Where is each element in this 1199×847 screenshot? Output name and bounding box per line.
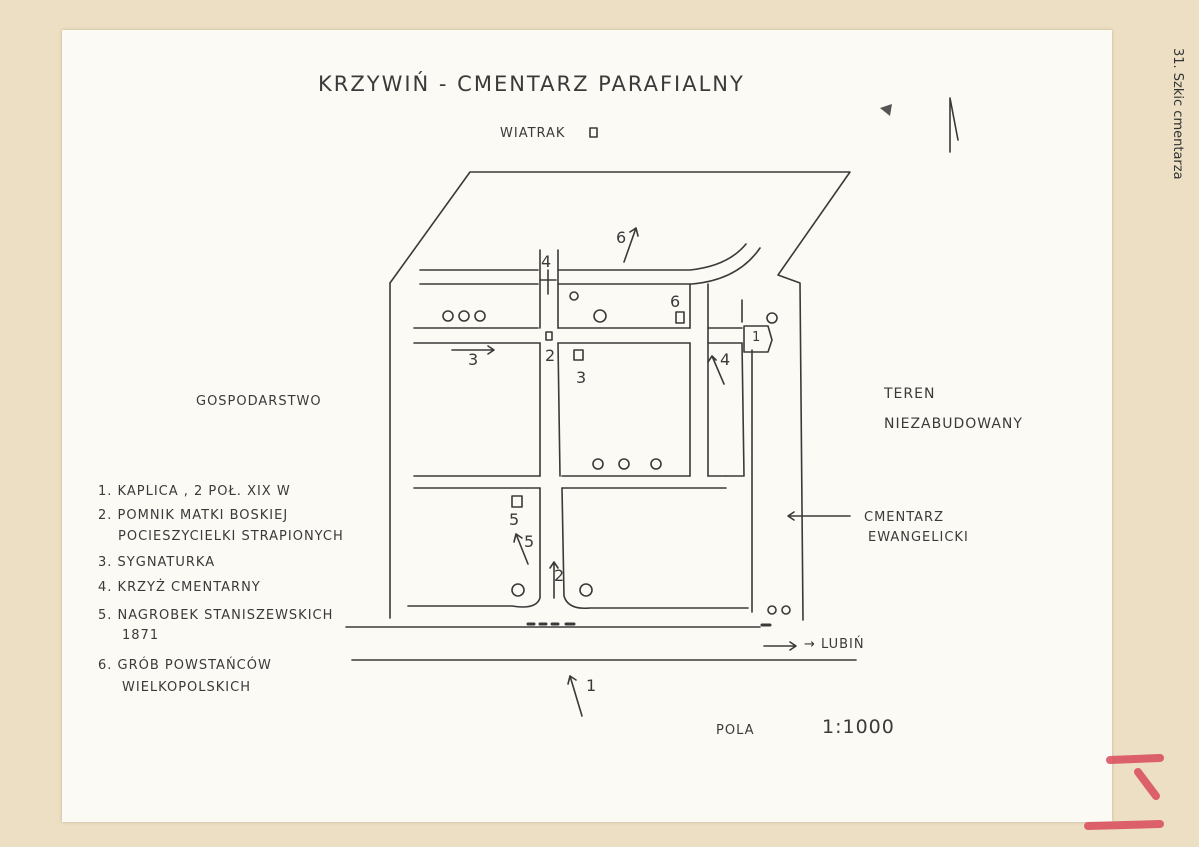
path-north-2 [419,243,747,271]
legend-item-2-cont: POCIESZYCIELKI STRAPIONYCH [118,529,344,544]
view-2-number: 2 [554,566,566,585]
arrow-lubin [763,641,797,651]
legend-item-2: 2. POMNIK MATKI BOSKIEJ [98,508,288,523]
path-axis-left [407,249,541,608]
arrow-3 [451,345,495,355]
fields-label: POLA [716,723,755,738]
legend-item-5: 5. NAGROBEK STANISZEWSKICH [98,608,333,623]
cemetery-boundary [389,171,851,621]
legend-text: KRZYŻ CMENTARNY [117,580,261,595]
chapel [743,325,773,353]
north-arrow [949,97,959,153]
legend-item-5-cont: 1871 [122,628,160,643]
windmill-box [589,127,598,138]
signature-box [573,349,584,361]
legend-text: GRÓB POWSTAŃCÓW [117,658,272,673]
legend-text: SYGNATURKA [117,555,216,570]
evangelical-cemetery-label-2: EWANGELICKI [868,530,969,545]
cross-mark [539,269,557,295]
tree-clusters [442,291,791,615]
arrow-6 [623,227,639,263]
path-east [707,283,745,477]
legend-number: 4. [98,580,113,595]
view-4-number: 4 [720,350,732,369]
legend-number: 5. [98,608,113,623]
arrow-1 [567,675,583,717]
tomb-number: 5 [509,510,521,529]
legend-item-3: 3. SYGNATURKA [98,555,215,570]
open-area-label-2: NIEZABUDOWANY [884,416,1023,432]
red-pencil-mark [1084,754,1164,830]
signature-number: 3 [576,368,588,387]
evangelical-cemetery-label-1: CMENTARZ [864,510,944,525]
legend-item-6-cont: WIELKOPOLSKICH [122,680,251,695]
gate-marks [526,622,772,627]
path-north [419,247,761,285]
view-6-number: 6 [616,228,628,247]
view-1-number: 1 [586,676,598,695]
windmill-label: WIATRAK [500,126,566,141]
legend-number: 2. [98,508,113,523]
map-title: KRZYWIŃ - CMENTARZ PARAFIALNY [318,72,745,96]
legend-item-6: 6. GRÓB POWSTAŃCÓW [98,658,272,673]
legend-number: 6. [98,658,113,673]
view-5-number: 5 [524,532,536,551]
path-east-2 [741,299,753,613]
legend-number: 1. [98,484,113,499]
arrow-evangelical [787,511,851,521]
cross-number: 4 [541,252,553,271]
monument-box [545,331,553,341]
monument-number: 2 [545,346,557,365]
path-axis-right [557,249,749,610]
open-area-label-1: TEREN [884,386,936,402]
tomb-box [511,495,523,508]
chapel-number: 1 [752,330,762,345]
side-caption: 31. Szkic cmentarza [1170,48,1185,180]
grave-number: 6 [670,292,682,311]
scale-label: 1:1000 [822,716,895,738]
legend-item-1: 1. KAPLICA , 2 POŁ. XIX W [98,484,291,499]
arrow-5 [513,533,529,565]
legend-text: POMNIK MATKI BOSKIEJ [117,508,289,523]
arrow-4 [707,355,725,385]
farm-label: GOSPODARSTWO [196,394,322,409]
grave-box [675,311,685,324]
legend-text: NAGROBEK STANISZEWSKICH [117,608,334,623]
arrow-2 [549,561,559,599]
legend-number: 3. [98,555,113,570]
road-to-lubin-label: → LUBIŃ [804,637,865,652]
legend-text: KAPLICA , 2 POŁ. XIX W [117,484,291,499]
map-sheet [62,30,1112,822]
view-3-number: 3 [468,350,480,369]
legend-item-4: 4. KRZYŻ CMENTARNY [98,580,261,595]
